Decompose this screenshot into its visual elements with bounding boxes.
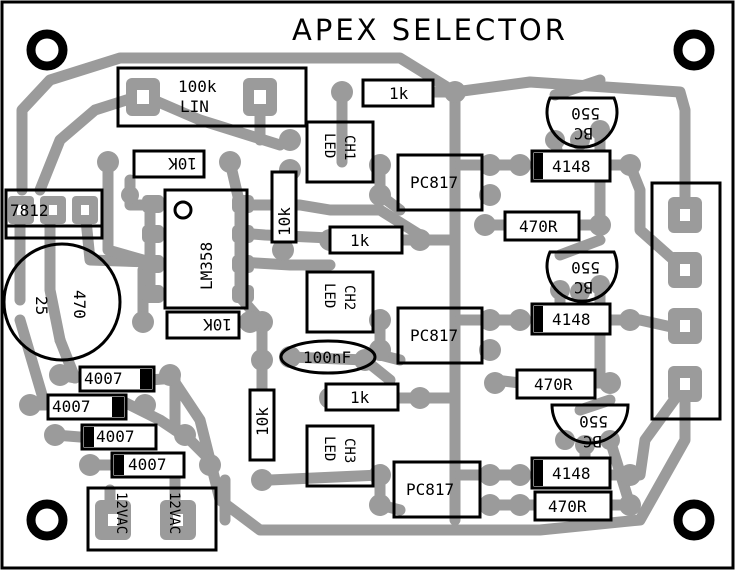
transistor-1-outline: [545, 96, 619, 149]
capacitor-outline: [2, 242, 122, 362]
transistor-3-value: 550: [579, 412, 608, 431]
capacitor-voltage: 25: [32, 296, 51, 315]
header-outline: [650, 181, 722, 421]
opamp-notch: [173, 200, 193, 220]
pot-type: LIN: [180, 97, 209, 116]
transistor-1-type: BC: [574, 124, 593, 143]
led-ch1-outline: [305, 120, 375, 184]
rectifier-1-label: 4007: [84, 369, 123, 388]
pc817-1-label: PC817: [410, 173, 458, 192]
transistor-2-type: BC: [574, 278, 593, 297]
r-1k-1-label: 1k: [389, 84, 409, 103]
diode-bands: [84, 153, 543, 486]
rectifier-3-label: 4007: [96, 427, 135, 446]
mounting-hole-top-left: [26, 29, 68, 71]
led-ch1-label: CH1: [341, 135, 357, 160]
r-10k-vertical-2-label: 10k: [253, 407, 272, 436]
mounting-hole-bottom-right: [673, 499, 715, 541]
diode-4148-1-label: 4148: [552, 157, 591, 176]
regulator-outline: [4, 188, 104, 240]
silkscreen: [2, 66, 722, 552]
r-1k-2-label: 1k: [350, 231, 370, 250]
transistor-2-value: 550: [571, 258, 600, 277]
r-10k-top-label: 10K: [168, 154, 197, 173]
ac-terminal-outline: [86, 486, 218, 552]
pc817-3-label: PC817: [406, 480, 454, 499]
led-ch1-type: LED: [321, 133, 337, 158]
rectifier-2-label: 4007: [52, 397, 91, 416]
led-ch3-outline: [305, 424, 375, 488]
cap-100nf-outline: [279, 339, 377, 375]
opamp-outline: [163, 188, 249, 310]
pad-holes: [17, 90, 690, 526]
led-ch3-label: CH3: [341, 438, 357, 463]
board-title: APEX SELECTOR: [292, 13, 568, 47]
transistor-3-type: BC: [583, 432, 602, 451]
led-ch3-type: LED: [321, 436, 337, 461]
pot-outline: [116, 66, 308, 128]
pc817-1-outline: [396, 153, 484, 212]
ac-input-1-label: 12VAC: [113, 492, 129, 534]
r-470-2-label: 470R: [534, 375, 573, 394]
led-ch2-type: LED: [321, 283, 337, 308]
r-10k-bottom-label: 10K: [203, 315, 232, 334]
diode-4148-3-label: 4148: [552, 464, 591, 483]
capacitor-value: 470: [70, 290, 89, 319]
component-bodies: [46, 78, 613, 522]
pc817-2-label: PC817: [410, 326, 458, 345]
cap-100nf-label: 100nF: [303, 348, 351, 367]
opamp-label: LM358: [197, 242, 216, 290]
pot-value: 100k: [178, 77, 217, 96]
pc817-3-outline: [392, 460, 482, 519]
led-ch2-label: CH2: [341, 285, 357, 310]
led-ch2-outline: [305, 270, 375, 334]
r-470-3-label: 470R: [548, 497, 587, 516]
transistor-3-outline: [550, 403, 630, 445]
mounting-hole-top-right: [673, 29, 715, 71]
transistor-2-outline: [545, 250, 619, 303]
r-470-1-label: 470R: [519, 217, 558, 236]
rectifier-4-label: 4007: [128, 455, 167, 474]
regulator-label: 7812: [10, 201, 49, 220]
r-1k-3-label: 1k: [350, 388, 370, 407]
transistor-1-value: 550: [571, 104, 600, 123]
pc817-2-outline: [396, 306, 484, 365]
mounting-holes: [26, 29, 715, 541]
diode-4148-2-label: 4148: [552, 310, 591, 329]
r-10k-vertical-1-label: 10k: [275, 207, 294, 236]
mounting-hole-bottom-left: [26, 499, 68, 541]
ac-input-2-label: 12VAC: [166, 492, 182, 534]
